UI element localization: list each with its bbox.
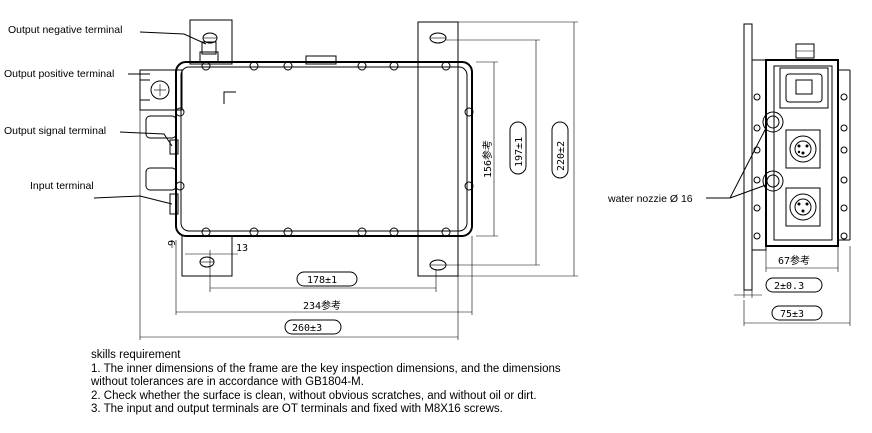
label-output-negative: Output negative terminal (8, 24, 122, 36)
right-bracket (417, 21, 459, 277)
dim-67: 67参考 (778, 254, 810, 267)
note-line-1: 1. The inner dimensions of the frame are… (91, 362, 561, 375)
dim-13: 13 (236, 243, 248, 254)
side-top-connector (779, 67, 829, 109)
housing-body (175, 61, 473, 237)
side-dimensions: 67参考 2±0.3 75±3 (734, 246, 851, 326)
skills-requirement-notes: skills requirement 1. The inner dimensio… (91, 349, 791, 417)
label-water-nozzle: water nozzie Ø 16 (607, 193, 693, 205)
note-line-3: 2. Check whether the surface is clean, w… (91, 389, 537, 402)
water-nozzle-top (762, 111, 784, 133)
dim-178: 178±1 (307, 275, 337, 286)
water-nozzle-bottom (762, 170, 784, 192)
positive-terminal (139, 69, 183, 111)
label-leaders (93, 31, 207, 205)
side-housing (765, 59, 839, 247)
dim-234: 234参考 (303, 299, 341, 312)
label-input: Input terminal (30, 180, 94, 192)
dim-156: 156参考 (481, 140, 494, 178)
front-view (139, 19, 474, 277)
notes-title: skills requirement (91, 349, 181, 361)
dim-2: 2±0.3 (774, 281, 804, 292)
dim-197: 197±1 (514, 137, 525, 167)
note-line-2: without tolerances are in accordance wit… (91, 376, 364, 388)
label-output-positive: Output positive terminal (4, 68, 114, 80)
dim-9: 9 (167, 240, 178, 246)
left-top-bracket (189, 19, 233, 65)
vertical-dimensions: 156参考 197±1 220±2 (446, 21, 578, 277)
dim-220: 220±2 (556, 141, 567, 171)
note-line-4: 3. The input and output terminals are OT… (91, 403, 503, 415)
left-bottom-bracket (181, 235, 233, 277)
label-output-signal: Output signal terminal (4, 125, 106, 137)
dim-260: 260±3 (292, 323, 322, 334)
dim-75: 75±3 (780, 309, 804, 320)
side-view (743, 23, 851, 291)
screw-set (175, 61, 474, 237)
horizontal-dimensions: 13 9 178±1 234参考 260±3 (139, 110, 473, 340)
